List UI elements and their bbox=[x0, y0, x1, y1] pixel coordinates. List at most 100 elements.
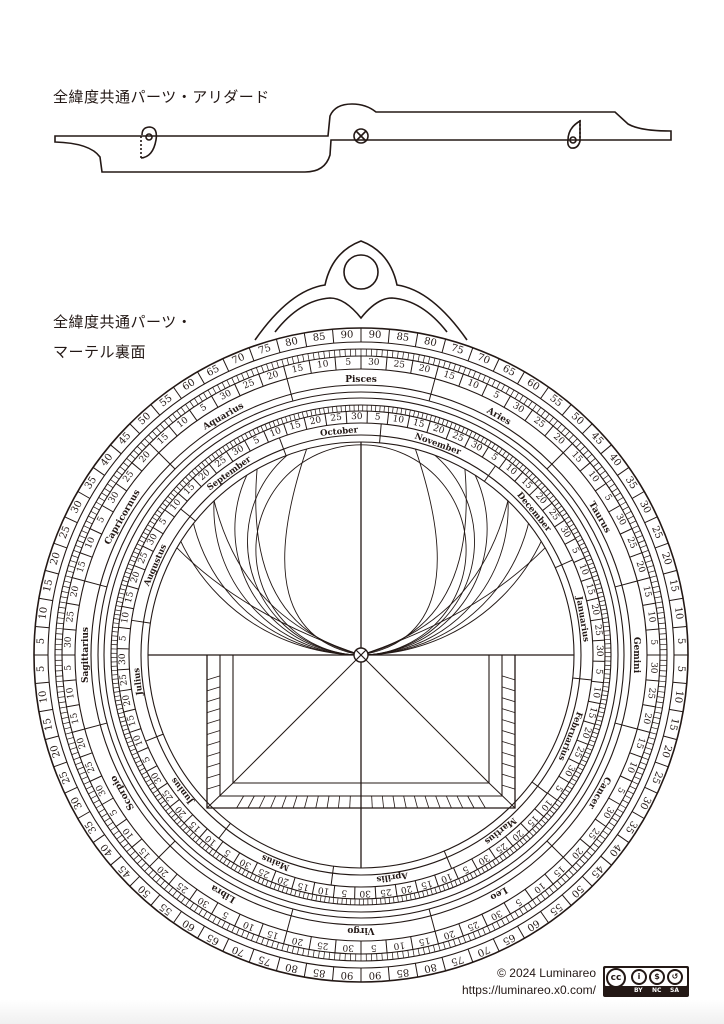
svg-text:30: 30 bbox=[219, 388, 234, 402]
svg-text:85: 85 bbox=[396, 331, 410, 344]
svg-text:10: 10 bbox=[590, 686, 602, 699]
svg-text:5: 5 bbox=[141, 754, 153, 764]
svg-text:30: 30 bbox=[359, 888, 371, 898]
svg-text:25: 25 bbox=[393, 359, 406, 370]
svg-text:45: 45 bbox=[117, 863, 134, 880]
svg-text:10: 10 bbox=[175, 415, 190, 430]
svg-text:5: 5 bbox=[223, 846, 234, 858]
cc-license-badge[interactable]: cc i $ ↺ BY NC SA bbox=[603, 966, 689, 997]
svg-text:30: 30 bbox=[107, 490, 122, 505]
mater-section-title-line1: 全緯度共通パーツ・ bbox=[53, 313, 193, 331]
svg-text:30: 30 bbox=[594, 645, 604, 657]
svg-text:40: 40 bbox=[607, 452, 623, 469]
svg-text:30: 30 bbox=[562, 763, 576, 778]
svg-text:25: 25 bbox=[58, 525, 73, 541]
svg-text:5: 5 bbox=[648, 639, 658, 645]
svg-text:15: 15 bbox=[586, 706, 599, 720]
svg-text:20: 20 bbox=[579, 725, 592, 739]
svg-text:50: 50 bbox=[569, 411, 586, 428]
svg-text:5: 5 bbox=[158, 517, 170, 528]
svg-text:5: 5 bbox=[252, 435, 262, 447]
svg-text:Januarius: Januarius bbox=[573, 595, 590, 643]
svg-text:20: 20 bbox=[551, 432, 566, 447]
svg-text:35: 35 bbox=[83, 819, 99, 836]
svg-text:Virgo: Virgo bbox=[347, 925, 375, 935]
svg-text:20: 20 bbox=[431, 423, 445, 436]
svg-text:15: 15 bbox=[524, 813, 539, 828]
svg-text:40: 40 bbox=[607, 841, 623, 858]
svg-text:5: 5 bbox=[118, 635, 128, 642]
svg-text:5: 5 bbox=[345, 358, 351, 368]
svg-text:35: 35 bbox=[623, 475, 639, 492]
svg-text:30: 30 bbox=[238, 856, 253, 870]
svg-text:10: 10 bbox=[393, 939, 406, 950]
svg-text:30: 30 bbox=[637, 795, 653, 811]
svg-text:October: October bbox=[320, 425, 359, 439]
svg-text:15: 15 bbox=[156, 432, 171, 447]
nc-code: NC bbox=[652, 987, 662, 994]
svg-text:30: 30 bbox=[476, 852, 491, 867]
svg-text:25: 25 bbox=[649, 769, 664, 785]
svg-text:20: 20 bbox=[442, 927, 456, 940]
svg-text:30: 30 bbox=[196, 894, 211, 909]
svg-text:30: 30 bbox=[469, 440, 484, 454]
svg-text:5: 5 bbox=[460, 863, 470, 875]
svg-text:70: 70 bbox=[475, 352, 491, 367]
svg-text:10: 10 bbox=[576, 563, 590, 578]
svg-text:10: 10 bbox=[466, 378, 481, 392]
svg-text:30: 30 bbox=[69, 499, 85, 515]
svg-text:25: 25 bbox=[84, 759, 98, 774]
svg-text:15: 15 bbox=[42, 717, 55, 732]
svg-text:10: 10 bbox=[65, 687, 76, 700]
svg-text:30: 30 bbox=[558, 525, 573, 540]
svg-text:5: 5 bbox=[675, 638, 686, 645]
svg-text:Julius: Julius bbox=[132, 667, 145, 697]
svg-text:20: 20 bbox=[69, 585, 81, 599]
hanging-ring-icon bbox=[343, 254, 379, 290]
svg-text:65: 65 bbox=[205, 363, 221, 379]
svg-text:25: 25 bbox=[316, 939, 329, 950]
svg-text:35: 35 bbox=[83, 475, 99, 492]
website-link[interactable]: https://luminareo.x0.com/ bbox=[461, 983, 596, 997]
svg-text:25: 25 bbox=[571, 745, 585, 760]
svg-text:20: 20 bbox=[309, 415, 322, 427]
svg-text:25: 25 bbox=[119, 673, 130, 686]
svg-text:20: 20 bbox=[138, 450, 153, 465]
svg-text:15: 15 bbox=[182, 482, 197, 497]
svg-text:10: 10 bbox=[503, 463, 518, 478]
svg-text:Taurus: Taurus bbox=[586, 500, 612, 535]
svg-text:20: 20 bbox=[156, 863, 171, 878]
svg-text:55: 55 bbox=[547, 393, 564, 409]
svg-text:15: 15 bbox=[417, 934, 431, 946]
svg-text:20: 20 bbox=[49, 743, 63, 758]
svg-text:60: 60 bbox=[525, 917, 542, 933]
svg-text:25: 25 bbox=[451, 431, 466, 445]
svg-text:55: 55 bbox=[158, 901, 175, 917]
svg-text:30: 30 bbox=[488, 907, 503, 921]
svg-text:5: 5 bbox=[221, 909, 231, 921]
svg-text:15: 15 bbox=[126, 713, 139, 727]
svg-text:25: 25 bbox=[214, 455, 229, 470]
svg-text:25: 25 bbox=[137, 551, 151, 566]
svg-text:5: 5 bbox=[96, 515, 108, 525]
svg-text:10: 10 bbox=[538, 797, 553, 812]
svg-text:5: 5 bbox=[36, 666, 47, 673]
svg-text:20: 20 bbox=[659, 551, 673, 566]
svg-text:15: 15 bbox=[640, 585, 652, 599]
svg-text:10: 10 bbox=[269, 426, 284, 440]
svg-text:15: 15 bbox=[42, 578, 55, 593]
svg-text:20: 20 bbox=[121, 694, 133, 707]
svg-text:60: 60 bbox=[525, 377, 542, 393]
cc-icon: cc bbox=[606, 968, 626, 988]
svg-text:20: 20 bbox=[266, 369, 280, 382]
svg-text:25: 25 bbox=[161, 787, 176, 802]
svg-text:35: 35 bbox=[623, 819, 639, 836]
svg-text:25: 25 bbox=[330, 413, 343, 424]
svg-text:5: 5 bbox=[199, 402, 209, 414]
svg-text:45: 45 bbox=[117, 430, 134, 447]
svg-text:10: 10 bbox=[37, 606, 50, 620]
svg-text:15: 15 bbox=[289, 420, 303, 433]
svg-text:15: 15 bbox=[296, 880, 310, 893]
svg-text:15: 15 bbox=[291, 363, 305, 375]
